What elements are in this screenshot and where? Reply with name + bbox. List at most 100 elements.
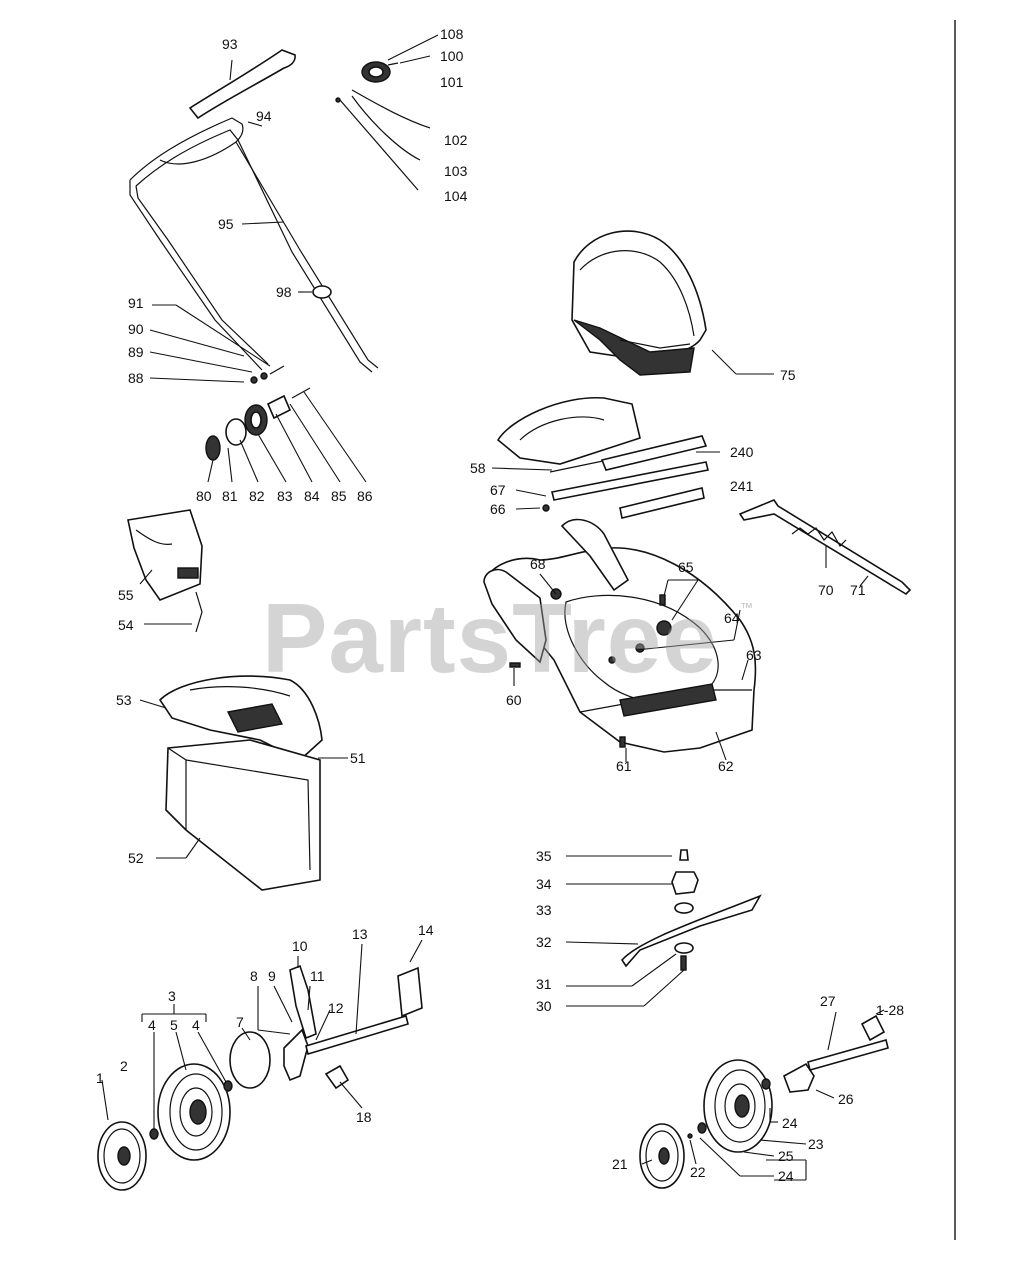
grass-bag xyxy=(165,739,321,891)
brake-lever-assembly xyxy=(335,61,431,191)
label-34: 34 xyxy=(536,876,552,892)
deck-screw-61 xyxy=(619,736,626,748)
watermark-trademark: ™ xyxy=(740,600,753,615)
label-28: 1-28 xyxy=(876,1002,904,1018)
label-35: 35 xyxy=(536,848,552,864)
label-4a: 4 xyxy=(148,1017,156,1033)
label-103: 103 xyxy=(444,163,468,179)
label-54: 54 xyxy=(118,617,134,633)
label-90: 90 xyxy=(128,321,144,337)
blade-lower-washer xyxy=(674,942,694,954)
label-12: 12 xyxy=(328,1000,344,1016)
label-91: 91 xyxy=(128,295,144,311)
label-23: 23 xyxy=(808,1136,824,1152)
label-27: 27 xyxy=(820,993,836,1009)
label-100: 100 xyxy=(440,48,464,64)
label-83: 83 xyxy=(277,488,293,504)
label-21: 21 xyxy=(612,1156,628,1172)
label-26: 26 xyxy=(838,1091,854,1107)
rear-flap xyxy=(483,568,547,664)
label-68: 68 xyxy=(530,556,546,572)
label-9: 9 xyxy=(268,968,276,984)
label-10: 10 xyxy=(292,938,308,954)
axle-bushing xyxy=(324,1064,350,1090)
grass-bag-top xyxy=(158,675,323,761)
label-86: 86 xyxy=(357,488,373,504)
label-88: 88 xyxy=(128,370,144,386)
label-66: 66 xyxy=(490,501,506,517)
wheel-bearing-right xyxy=(223,1080,233,1092)
label-63: 63 xyxy=(746,647,762,663)
wheel-bearing-left xyxy=(149,1128,159,1140)
label-32: 32 xyxy=(536,934,552,950)
label-80: 80 xyxy=(196,488,212,504)
label-81: 81 xyxy=(222,488,238,504)
label-58: 58 xyxy=(470,460,486,476)
rear-bearing-outer xyxy=(761,1078,771,1090)
front-wheel-hubcap xyxy=(97,1121,147,1191)
height-adjust-lever xyxy=(738,499,912,596)
label-101: 101 xyxy=(440,74,464,90)
label-52: 52 xyxy=(128,850,144,866)
label-85: 85 xyxy=(331,488,347,504)
label-55: 55 xyxy=(118,587,134,603)
label-62: 62 xyxy=(718,758,734,774)
label-240: 240 xyxy=(730,444,754,460)
label-31: 31 xyxy=(536,976,552,992)
blade-bolt xyxy=(680,955,687,971)
label-64: 64 xyxy=(724,610,740,626)
label-70: 70 xyxy=(818,582,834,598)
rear-bearing-inner xyxy=(697,1122,707,1134)
handle-clip xyxy=(312,285,332,299)
rear-washer xyxy=(687,1133,693,1139)
label-3: 3 xyxy=(168,988,176,1004)
label-82: 82 xyxy=(249,488,265,504)
label-241: 241 xyxy=(730,478,754,494)
rear-height-plate xyxy=(783,1062,815,1093)
label-104: 104 xyxy=(444,188,468,204)
label-33: 33 xyxy=(536,902,552,918)
label-95: 95 xyxy=(218,216,234,232)
blade-bolt-cap xyxy=(679,849,689,861)
blade-adapter xyxy=(671,871,699,895)
label-108: 108 xyxy=(440,26,464,42)
label-14: 14 xyxy=(418,922,434,938)
upper-handle xyxy=(129,117,379,373)
handle-top-grip xyxy=(188,49,296,120)
cutting-blade xyxy=(620,894,762,968)
axle-end-bracket xyxy=(397,966,423,1018)
label-25: 25 xyxy=(778,1148,794,1164)
label-2: 2 xyxy=(120,1058,128,1074)
front-wheel xyxy=(157,1063,231,1161)
label-94: 94 xyxy=(256,108,272,124)
blade-washer xyxy=(674,902,694,914)
label-71: 71 xyxy=(850,582,866,598)
label-18: 18 xyxy=(356,1109,372,1125)
label-67: 67 xyxy=(490,482,506,498)
label-65: 65 xyxy=(678,559,694,575)
label-102: 102 xyxy=(444,132,468,148)
label-7: 7 xyxy=(236,1014,244,1030)
rear-axle xyxy=(807,1039,889,1071)
label-60: 60 xyxy=(506,692,522,708)
label-61: 61 xyxy=(616,758,632,774)
motor-cover xyxy=(571,230,707,376)
label-53: 53 xyxy=(116,692,132,708)
watermark: PartsTree xyxy=(262,583,718,693)
label-13: 13 xyxy=(352,926,368,942)
label-89: 89 xyxy=(128,344,144,360)
rear-wheel-hubcap xyxy=(639,1123,685,1189)
deck-screw-60 xyxy=(509,662,521,668)
axle-bracket xyxy=(289,964,317,1040)
label-11: 11 xyxy=(310,968,325,984)
label-8: 8 xyxy=(250,968,258,984)
handle-adjuster-parts xyxy=(205,365,311,461)
label-4b: 4 xyxy=(192,1017,200,1033)
height-adjust-plate xyxy=(283,1028,309,1082)
deck-screw-65 xyxy=(659,594,666,606)
label-51: 51 xyxy=(350,750,366,766)
label-30: 30 xyxy=(536,998,552,1014)
front-axle xyxy=(305,1014,409,1056)
label-84: 84 xyxy=(304,488,320,504)
